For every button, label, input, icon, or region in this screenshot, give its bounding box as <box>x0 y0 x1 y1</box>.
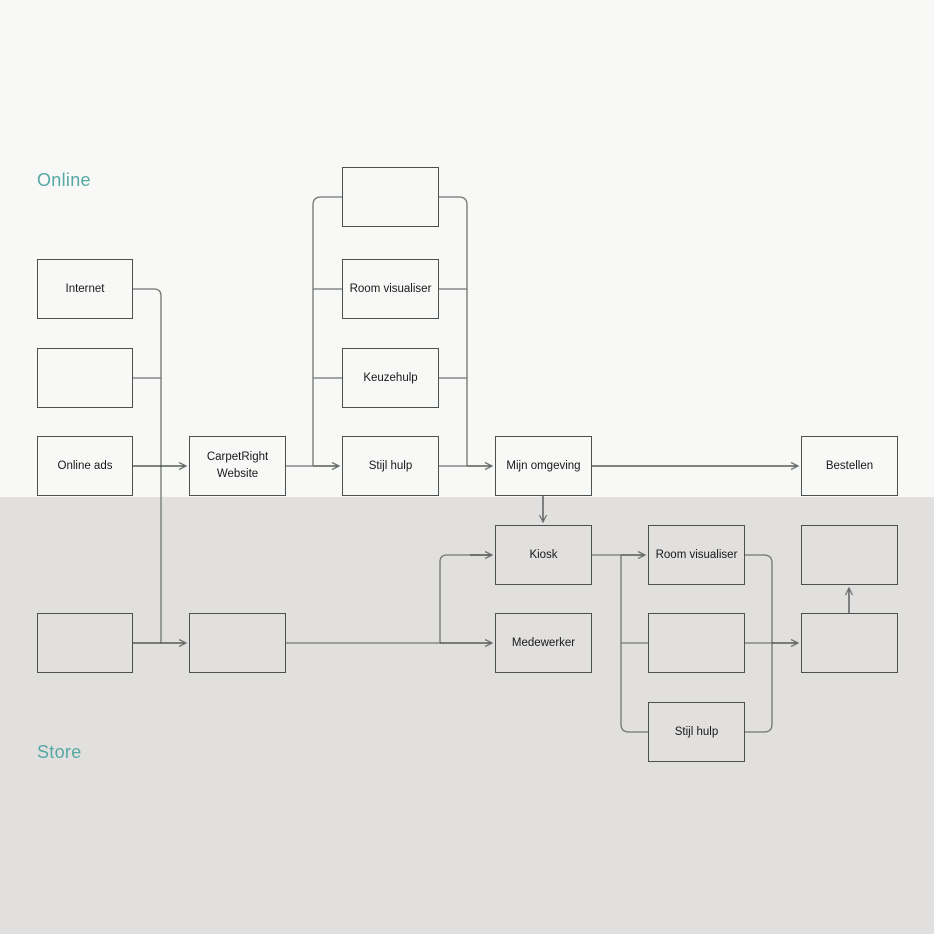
node-label: Room visualiser <box>655 548 738 561</box>
node-online-ads[interactable]: Online ads <box>37 436 133 496</box>
node-label: Internet <box>65 282 105 295</box>
node-label: CarpetRight Website <box>206 451 269 480</box>
wire-storestijlhulp-to-rightbus <box>745 643 773 733</box>
node-store-mid-blank[interactable] <box>648 613 745 673</box>
wire-midbus-vertical <box>312 196 342 466</box>
node-store-right-top[interactable] <box>801 525 898 585</box>
node-keuzehulp[interactable]: Keuzehulp <box>342 348 439 408</box>
node-label: Medewerker <box>511 636 576 649</box>
node-store-blank-left[interactable] <box>37 613 133 673</box>
swimlane-store <box>0 497 934 934</box>
node-label: Mijn omgeving <box>506 459 581 472</box>
node-label: Kiosk <box>529 548 558 561</box>
node-kiosk[interactable]: Kiosk <box>495 525 592 585</box>
node-medewerker[interactable]: Medewerker <box>495 613 592 673</box>
node-carpetright-website[interactable]: CarpetRight Website <box>189 436 286 496</box>
wire-topblank-to-rightbus <box>439 196 468 466</box>
wire-storebus-up-to-kiosk <box>439 554 492 643</box>
wire-storemidbus-vertical <box>620 555 648 733</box>
node-internet[interactable]: Internet <box>37 259 133 319</box>
node-store-right-bottom[interactable] <box>801 613 898 673</box>
node-room-visualiser-store[interactable]: Room visualiser <box>648 525 745 585</box>
node-label: Stijl hulp <box>368 459 413 472</box>
node-label: Online ads <box>57 459 113 472</box>
node-online-top-blank[interactable] <box>342 167 439 227</box>
wire-internet-bus <box>133 288 162 643</box>
node-stijl-hulp-store[interactable]: Stijl hulp <box>648 702 745 762</box>
node-bestellen[interactable]: Bestellen <box>801 436 898 496</box>
node-label: Bestellen <box>825 459 874 472</box>
swimlane-label-store: Store <box>37 742 82 762</box>
node-label: Keuzehulp <box>363 371 418 384</box>
node-room-visualiser-online[interactable]: Room visualiser <box>342 259 439 319</box>
node-stijl-hulp-online[interactable]: Stijl hulp <box>342 436 439 496</box>
node-mijn-omgeving[interactable]: Mijn omgeving <box>495 436 592 496</box>
node-online-blank-1[interactable] <box>37 348 133 408</box>
wire-storeroomvis-to-rightbus <box>745 554 773 643</box>
node-store-blank-2[interactable] <box>189 613 286 673</box>
node-label: Room visualiser <box>349 282 432 295</box>
node-label: Stijl hulp <box>674 725 719 738</box>
swimlane-label-online: Online <box>37 170 91 190</box>
